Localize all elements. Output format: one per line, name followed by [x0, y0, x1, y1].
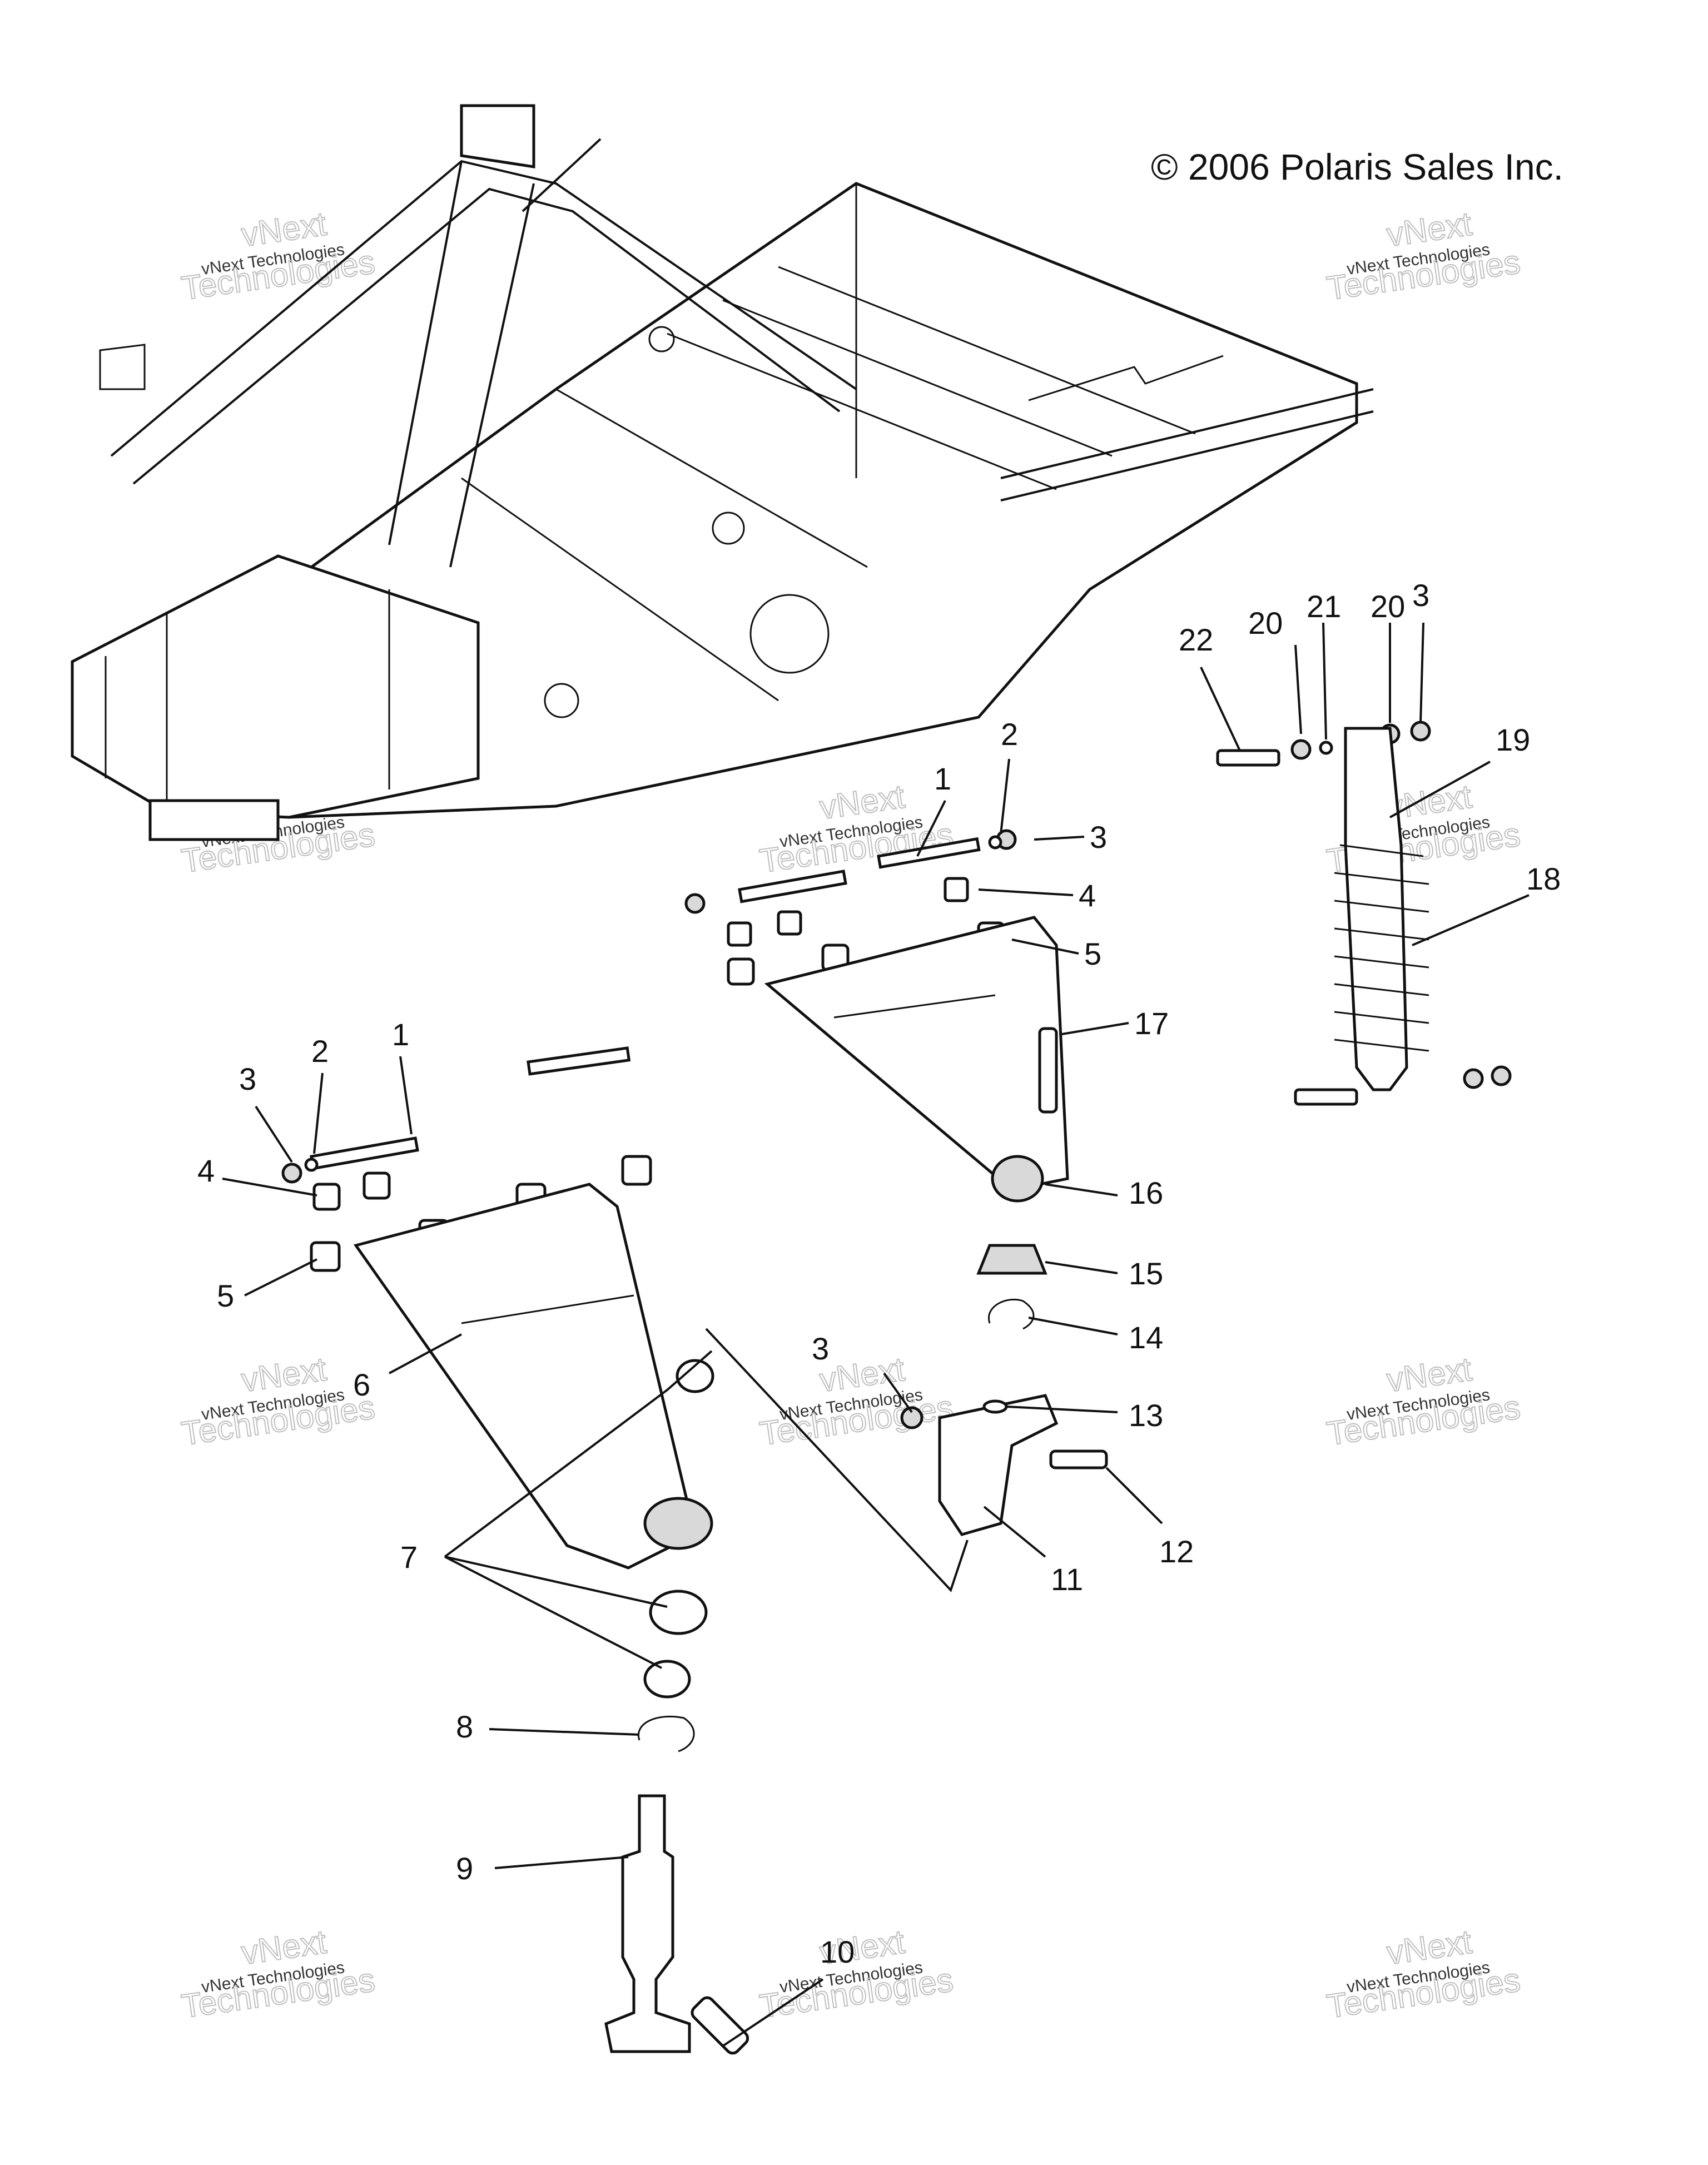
- callout-7: 7: [400, 1540, 418, 1575]
- callout-4-lower: 4: [197, 1153, 215, 1188]
- callout-20-a: 20: [1248, 605, 1283, 640]
- snap-ring-part-14: [987, 1298, 1035, 1330]
- bushing-part-4-upper-a: [727, 921, 752, 947]
- callout-4: 4: [1079, 878, 1096, 913]
- nut-part-3-shock: [1410, 721, 1431, 742]
- bushing-part-5-upper-a: [727, 957, 755, 986]
- callout-9: 9: [456, 1851, 473, 1886]
- callout-15: 15: [1129, 1256, 1163, 1291]
- nut-part-3-knuckle: [900, 1406, 923, 1429]
- nut-part-3-lower-a: [281, 1163, 302, 1184]
- callout-21: 21: [1307, 589, 1341, 624]
- callout-8: 8: [456, 1709, 473, 1744]
- watermark: vNext vNext Technologies Technologies: [1324, 1350, 1523, 1453]
- knuckle-part-11: [938, 1394, 1059, 1536]
- bushing-part-4-lower-b: [363, 1171, 391, 1200]
- shock-part-19: [1344, 727, 1408, 1091]
- bolt-part-1-upper-b: [877, 837, 981, 869]
- shock-assembly: [1216, 721, 1512, 1106]
- cap-part-7-b: [649, 1590, 708, 1635]
- watermark: vNext vNext Technologies Technologies: [178, 205, 378, 308]
- callout-18: 18: [1526, 861, 1561, 896]
- callout-3: 3: [1090, 820, 1107, 855]
- lower-a-arm-part-6: [353, 1183, 697, 1570]
- snap-ring-part-8: [638, 1715, 695, 1752]
- leader-lines: [222, 622, 1530, 2047]
- callout-20-b: 20: [1371, 589, 1405, 624]
- watermark: vNext vNext Technologies Technologies: [1324, 205, 1523, 308]
- spindle-assembly: [604, 1244, 1108, 2055]
- bolt-part-17: [1038, 1027, 1058, 1114]
- callout-3-knuckle: 3: [812, 1331, 829, 1366]
- callout-13: 13: [1129, 1398, 1163, 1433]
- bolt-part-1-upper-a: [738, 870, 847, 903]
- copyright-notice: © 2006 Polaris Sales Inc.: [1151, 146, 1564, 187]
- callout-5-lower: 5: [217, 1278, 234, 1313]
- washer-part-13: [982, 1399, 1008, 1414]
- callout-19: 19: [1496, 722, 1530, 757]
- callout-labels: 1 2 3 4 5 17 16 15 14 13 12 11 3 7 8 9 1…: [197, 578, 1561, 1969]
- upper-a-arm-part-16: [764, 916, 1069, 1191]
- callout-22: 22: [1179, 622, 1213, 657]
- callout-1: 1: [934, 761, 951, 796]
- bolt-part-1-lower-b: [527, 1046, 631, 1076]
- bushing-part-20-a: [1290, 739, 1312, 760]
- spindle-part-9: [604, 1794, 691, 2053]
- washer-part-21: [1319, 741, 1333, 755]
- bolt-part-22: [1216, 749, 1280, 767]
- nut-lower-shock-b: [1491, 1065, 1512, 1086]
- ball-joint-housing-part-6: [643, 1497, 713, 1550]
- bolt-part-12: [1049, 1449, 1108, 1469]
- callout-12: 12: [1159, 1534, 1194, 1569]
- washer-part-2-lower: [304, 1158, 319, 1172]
- callout-17: 17: [1134, 1006, 1169, 1041]
- bolt-part-1-lower-a: [310, 1136, 419, 1170]
- watermark: vNext vNext Technologies Technologies: [757, 777, 956, 881]
- nut-lower-shock-a: [1463, 1068, 1484, 1089]
- callout-3-shock: 3: [1412, 578, 1429, 613]
- callout-5: 5: [1084, 936, 1101, 971]
- nut-part-3-upper-a: [684, 893, 706, 914]
- bushing-part-5-lower-a: [310, 1241, 341, 1272]
- bushing-part-4-lower-a: [312, 1183, 341, 1211]
- washer-part-2-upper: [988, 835, 1002, 850]
- lower-a-arm-assembly: [281, 1046, 714, 1699]
- chassis-frame: [71, 104, 1374, 841]
- callout-6: 6: [353, 1367, 370, 1402]
- callout-11: 11: [1051, 1562, 1083, 1597]
- watermark: vNext vNext Technologies Technologies: [757, 1923, 956, 2026]
- watermark: vNext vNext Technologies Technologies: [1324, 1923, 1523, 2026]
- ball-joint-part-16: [991, 1155, 1044, 1203]
- cap-part-7-a: [676, 1359, 714, 1393]
- bushing-part-15: [976, 1244, 1047, 1275]
- watermark: vNext vNext Technologies Technologies: [757, 1350, 956, 1453]
- bushing-part-5-lower-d: [621, 1155, 652, 1186]
- cap-part-7-c: [643, 1660, 691, 1699]
- watermark: vNext vNext Technologies Technologies: [178, 1350, 378, 1453]
- bolt-lower-shock: [1294, 1088, 1358, 1106]
- bushing-part-4-upper-b: [777, 910, 802, 936]
- spring-part-18: [1334, 844, 1429, 1052]
- callout-1-lower: 1: [392, 1017, 409, 1052]
- callout-2: 2: [1001, 717, 1018, 752]
- callout-10: 10: [820, 1934, 855, 1969]
- callout-14: 14: [1129, 1320, 1163, 1355]
- pin-part-10: [691, 1996, 749, 2055]
- bushing-part-4-upper-c: [944, 877, 969, 902]
- watermark: vNext vNext Technologies Technologies: [178, 1923, 378, 2026]
- upper-a-arm-assembly: [684, 829, 1069, 1203]
- callout-3-lower: 3: [239, 1061, 256, 1096]
- callout-16: 16: [1129, 1175, 1163, 1210]
- callout-2-lower: 2: [311, 1034, 329, 1069]
